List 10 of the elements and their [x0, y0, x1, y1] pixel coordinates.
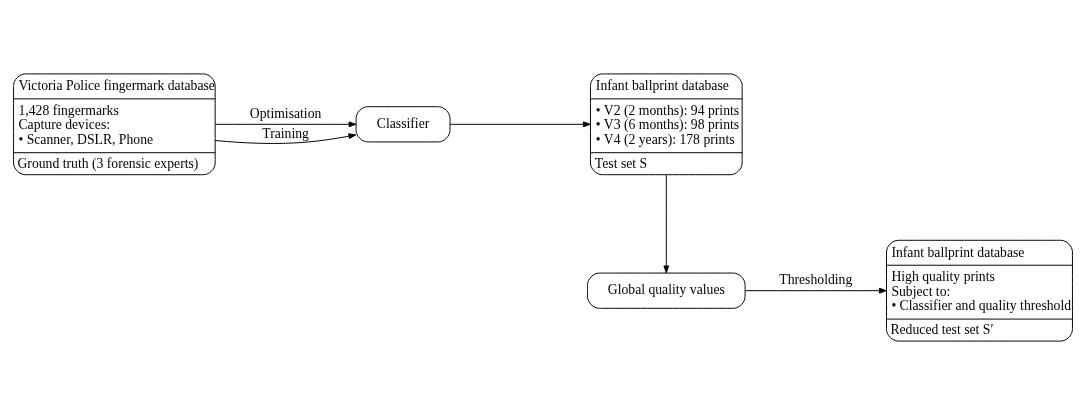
arrow: [449, 120, 591, 127]
arrow: [744, 287, 887, 294]
edge-label: Optimisation: [249, 105, 322, 121]
arrow: [214, 132, 357, 144]
edge-label: Training: [262, 125, 309, 141]
node-box: Global quality values: [587, 272, 746, 309]
node-box: Classifier: [355, 105, 451, 142]
arrow: [214, 120, 357, 127]
edge-label: Thresholding: [779, 271, 853, 287]
arrow: [663, 174, 670, 273]
